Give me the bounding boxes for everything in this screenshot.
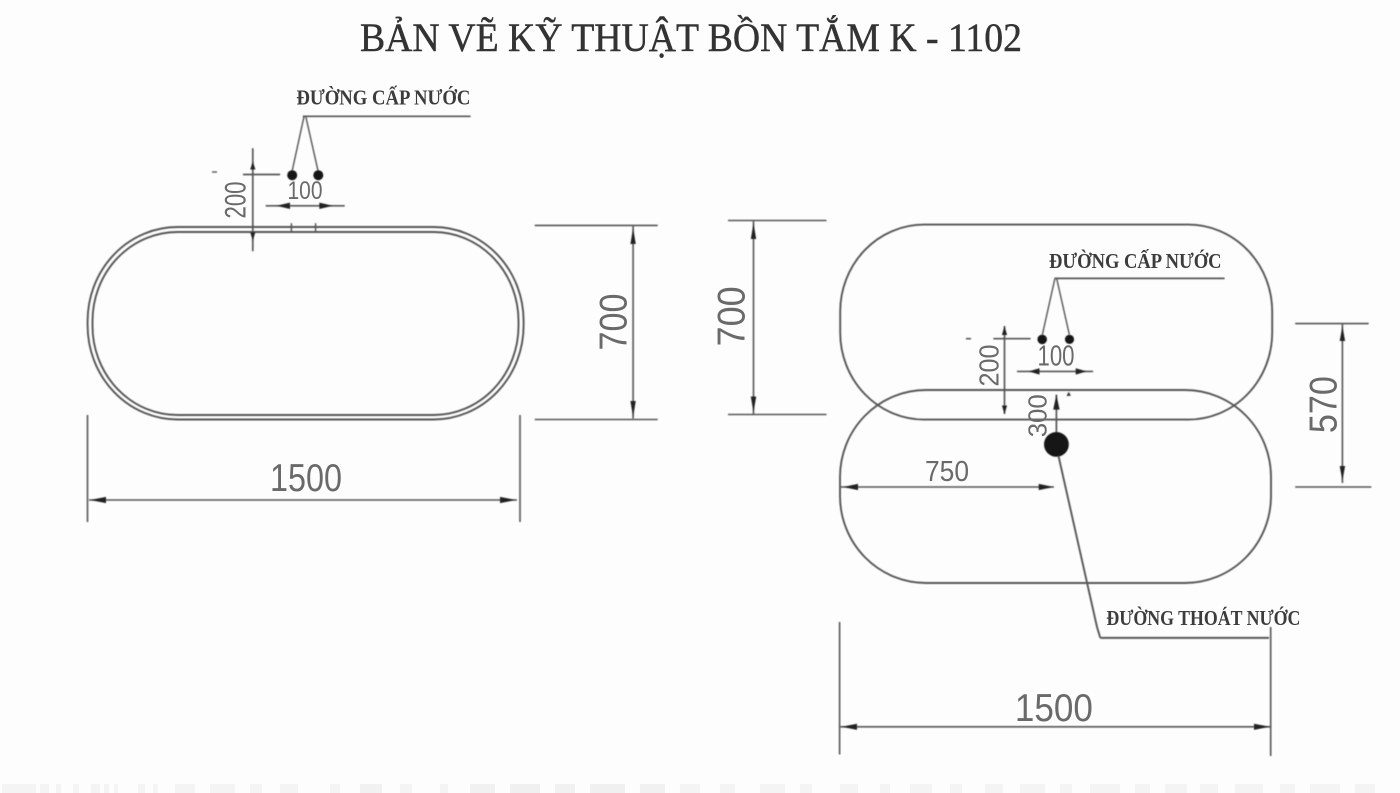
svg-text:300: 300 (1023, 394, 1053, 437)
svg-text:200: 200 (219, 181, 252, 218)
svg-text:700: 700 (593, 294, 636, 351)
svg-text:700: 700 (711, 286, 754, 346)
svg-text:100: 100 (1038, 341, 1075, 373)
svg-text:1500: 1500 (1015, 687, 1093, 730)
svg-text:ĐƯỜNG CẤP NƯỚC: ĐƯỜNG CẤP NƯỚC (1049, 249, 1222, 273)
svg-text:100: 100 (288, 177, 323, 205)
svg-text:200: 200 (974, 345, 1005, 387)
svg-text:ĐƯỜNG CẤP NƯỚC: ĐƯỜNG CẤP NƯỚC (296, 86, 470, 110)
svg-text:750: 750 (925, 456, 969, 488)
svg-text:570: 570 (1303, 376, 1346, 433)
svg-text:BẢN VẼ KỸ THUẬT BỒN TẮM K - 11: BẢN VẼ KỸ THUẬT BỒN TẮM K - 1102 (360, 15, 1022, 60)
svg-text:ĐƯỜNG THOÁT NƯỚC: ĐƯỜNG THOÁT NƯỚC (1106, 606, 1300, 630)
svg-text:1500: 1500 (270, 457, 342, 500)
